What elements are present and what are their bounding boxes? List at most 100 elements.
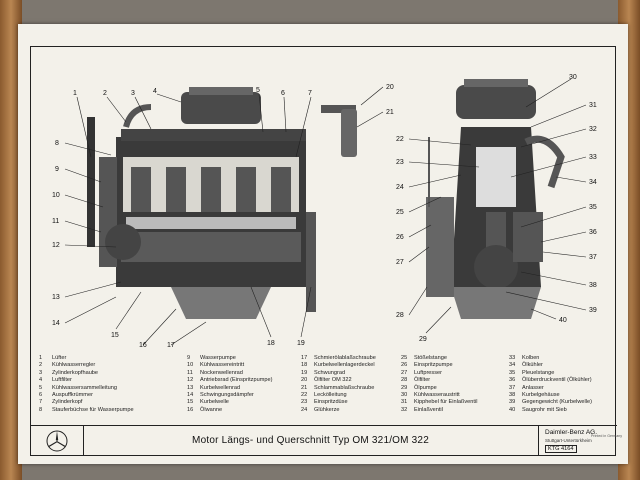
maker-box: Daimler-Benz AG. Stuttgart-Untertürkheim…: [538, 426, 618, 456]
callout: 12: [52, 242, 60, 249]
callout: 25: [396, 209, 404, 216]
callout: 1: [73, 90, 77, 97]
callout: 37: [589, 254, 597, 261]
callout: 5: [256, 87, 260, 94]
callout: 26: [396, 234, 404, 241]
callout: 28: [396, 312, 404, 319]
callout: 6: [281, 90, 285, 97]
callout: 20: [386, 84, 394, 91]
callout: 11: [52, 218, 59, 225]
logo-box: [31, 426, 84, 456]
callout: 24: [396, 184, 404, 191]
callout: 31: [589, 102, 597, 109]
title-bar: Motor Längs- und Querschnitt Typ OM 321/…: [31, 425, 617, 456]
callout: 35: [589, 204, 597, 211]
maker-name: Daimler-Benz AG.: [545, 429, 598, 436]
callout: 39: [589, 307, 597, 314]
callout: 2: [103, 90, 107, 97]
cross-section: [426, 79, 565, 319]
longitudinal-section: [87, 87, 316, 319]
callout: 22: [396, 136, 404, 143]
callout: 27: [396, 259, 404, 266]
poster-title: Motor Längs- und Querschnitt Typ OM 321/…: [192, 435, 429, 446]
callout: 32: [589, 126, 597, 133]
callout: 10: [52, 192, 60, 199]
callout: 34: [589, 179, 597, 186]
engine-illustration: 1 2 3 4 5 6 7 8 9 10 11 12 13 14 15 16 1…: [52, 74, 597, 347]
oil-filter-illustration: [321, 105, 357, 157]
poster-code: KTG 4164: [545, 445, 577, 453]
callout: 9: [55, 166, 59, 173]
callout: 16: [139, 342, 147, 347]
poster-frame: 1 2 3 4 5 6 7 8 9 10 11 12 13 14 15 16 1…: [30, 46, 617, 456]
callout: 36: [589, 229, 597, 236]
callout: 13: [52, 294, 60, 301]
callout: 15: [111, 332, 119, 339]
callout: 7: [308, 90, 312, 97]
callout: 29: [419, 336, 427, 343]
callout: 17: [167, 342, 175, 347]
engine-poster: 1 2 3 4 5 6 7 8 9 10 11 12 13 14 15 16 1…: [18, 24, 628, 464]
callout-numbers: 1 2 3 4 5 6 7 8 9 10 11 12 13 14 15 16 1…: [52, 74, 597, 347]
callout: 19: [297, 340, 305, 347]
callout: 23: [396, 159, 404, 166]
callout: 21: [386, 109, 394, 116]
callout: 33: [589, 154, 597, 161]
callout: 8: [55, 140, 59, 147]
wooden-board-left: [0, 0, 22, 480]
callout: 3: [131, 90, 135, 97]
printed-note: Printed in Germany: [591, 434, 622, 438]
callout: 14: [52, 320, 60, 327]
mercedes-star-icon: [46, 430, 68, 452]
callout: 38: [589, 282, 597, 289]
callout: 30: [569, 74, 577, 81]
callout: 40: [559, 317, 567, 324]
callout: 18: [267, 340, 275, 347]
leader-lines: [64, 78, 587, 346]
